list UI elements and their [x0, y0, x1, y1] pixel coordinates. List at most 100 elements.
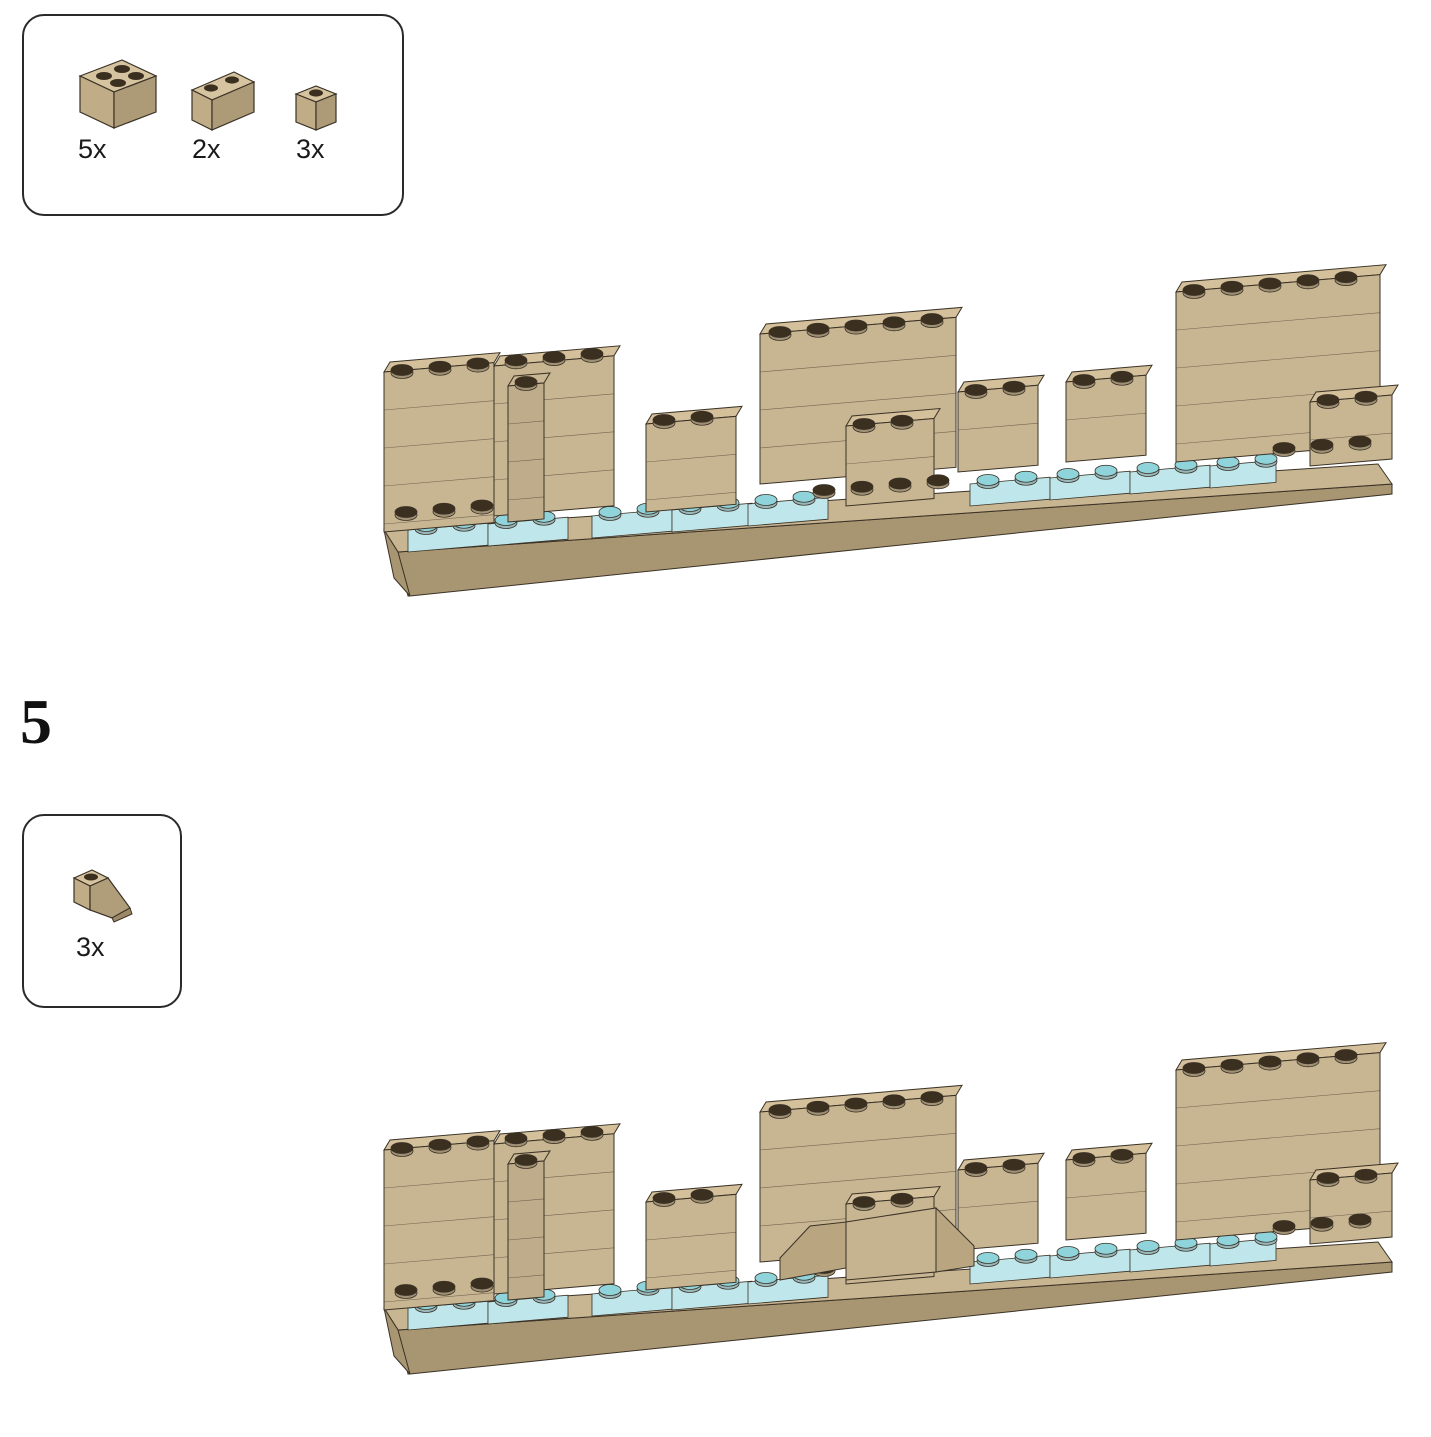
stud-top [1002, 380, 1026, 393]
stud-top [1094, 464, 1118, 477]
part-brick-1x2 [190, 68, 256, 132]
small-tower-seam [645, 1232, 737, 1241]
right-mid-block-seam [1065, 412, 1147, 421]
pillar-brick-seam [507, 496, 545, 501]
stud-top [1296, 274, 1320, 287]
stud-top [1014, 470, 1038, 483]
wall-brick-left-seam [383, 1292, 495, 1303]
stud-top [598, 1284, 622, 1296]
stud-top [470, 499, 494, 512]
stud-top [432, 1280, 456, 1293]
stud-top [754, 1272, 778, 1284]
stud-top [466, 357, 490, 370]
stud-top [1136, 1240, 1160, 1252]
stud-top [1316, 394, 1340, 406]
stud-top [1220, 280, 1244, 293]
stud-top [812, 484, 836, 496]
brick-1x1-tan-icon [294, 85, 338, 131]
stud-top [1182, 1062, 1206, 1074]
wall-brick-left-seam [383, 514, 495, 525]
stud-top [1296, 1052, 1320, 1065]
small-tower [645, 415, 737, 513]
pillar-brick-seam [507, 1274, 545, 1279]
stud-top [1094, 1242, 1118, 1255]
right-mid-block-seam [1065, 1190, 1147, 1199]
stud-top [1316, 1172, 1340, 1184]
stud-top [1056, 1246, 1080, 1258]
stud-top [1220, 1058, 1244, 1071]
stud-top [1310, 438, 1334, 451]
stud-top [598, 506, 622, 518]
right-low-block-seam [957, 422, 1039, 431]
stud-top [1348, 1213, 1372, 1226]
slope-brick-center [845, 1207, 937, 1281]
stud-top [1056, 468, 1080, 480]
stud-top [432, 502, 456, 515]
stud-top [882, 1094, 906, 1107]
step5-model-assembly [370, 1040, 1410, 1400]
stud-top [504, 354, 528, 367]
stud-top [890, 1192, 914, 1205]
pillar-brick-seam [507, 1236, 545, 1241]
wall-brick-left-seam [383, 1254, 495, 1265]
wall-brick-left-seam [383, 1178, 495, 1189]
pillar-brick-seam [507, 458, 545, 463]
stud-top [806, 322, 830, 335]
part-slope-brick [68, 864, 138, 926]
stud-top [1348, 435, 1372, 448]
stud-top [542, 351, 566, 363]
right-tower-seam [1175, 350, 1381, 369]
stud-top [1072, 374, 1096, 386]
step-number: 5 [20, 686, 52, 757]
stud-top [844, 319, 868, 332]
center-tower-seam [759, 1133, 957, 1151]
right-low-block [957, 1162, 1039, 1251]
right-step-seam [1309, 1210, 1393, 1219]
stud-top [428, 1138, 452, 1151]
small-tower-seam [645, 492, 737, 501]
stud-top [690, 1188, 714, 1201]
stud-top [1072, 1152, 1096, 1164]
pillar-brick-seam [507, 420, 545, 425]
stud-top [806, 1100, 830, 1113]
stud-top [1110, 370, 1134, 383]
brick-1x2-tan-icon [190, 71, 256, 131]
stud-top [470, 1277, 494, 1290]
base-plate-end [383, 1307, 411, 1375]
step5-parts-callout: 3x [22, 814, 182, 1008]
stud-top [580, 347, 604, 360]
wall-brick-left [383, 362, 495, 533]
stud-top [1002, 1158, 1026, 1171]
stud-top [920, 313, 944, 325]
part-brick-2x2 [78, 56, 158, 131]
pillar-brick-seam [507, 1198, 545, 1203]
stud-top [652, 1192, 676, 1204]
stud-top [652, 414, 676, 426]
stud-top [428, 360, 452, 373]
wall-brick-left-seam [383, 1216, 495, 1227]
small-tower-seam [645, 1270, 737, 1279]
stud-top [882, 316, 906, 329]
base-plate-end [383, 529, 411, 597]
stud-top [1354, 1168, 1378, 1181]
model-illustration [383, 264, 1399, 597]
stud-top [1310, 1216, 1334, 1229]
small-tower [645, 1193, 737, 1291]
part-qty: 5x [78, 134, 107, 164]
stud-top [542, 1129, 566, 1141]
stud-top [580, 1125, 604, 1138]
stud-top [768, 326, 792, 338]
stud-top [1182, 284, 1206, 296]
stud-top [1110, 1148, 1134, 1161]
stud-top [394, 506, 418, 518]
right-step-seam [1309, 432, 1393, 441]
stud-top [1354, 390, 1378, 403]
stud-top [1272, 1220, 1296, 1232]
stud-top [466, 1135, 490, 1148]
model-illustration [383, 1042, 1399, 1375]
part-qty: 2x [192, 134, 221, 164]
small-tower-seam [645, 454, 737, 463]
stud-top [514, 1154, 538, 1166]
stud-top [844, 1097, 868, 1110]
center-step-seam [845, 456, 935, 465]
